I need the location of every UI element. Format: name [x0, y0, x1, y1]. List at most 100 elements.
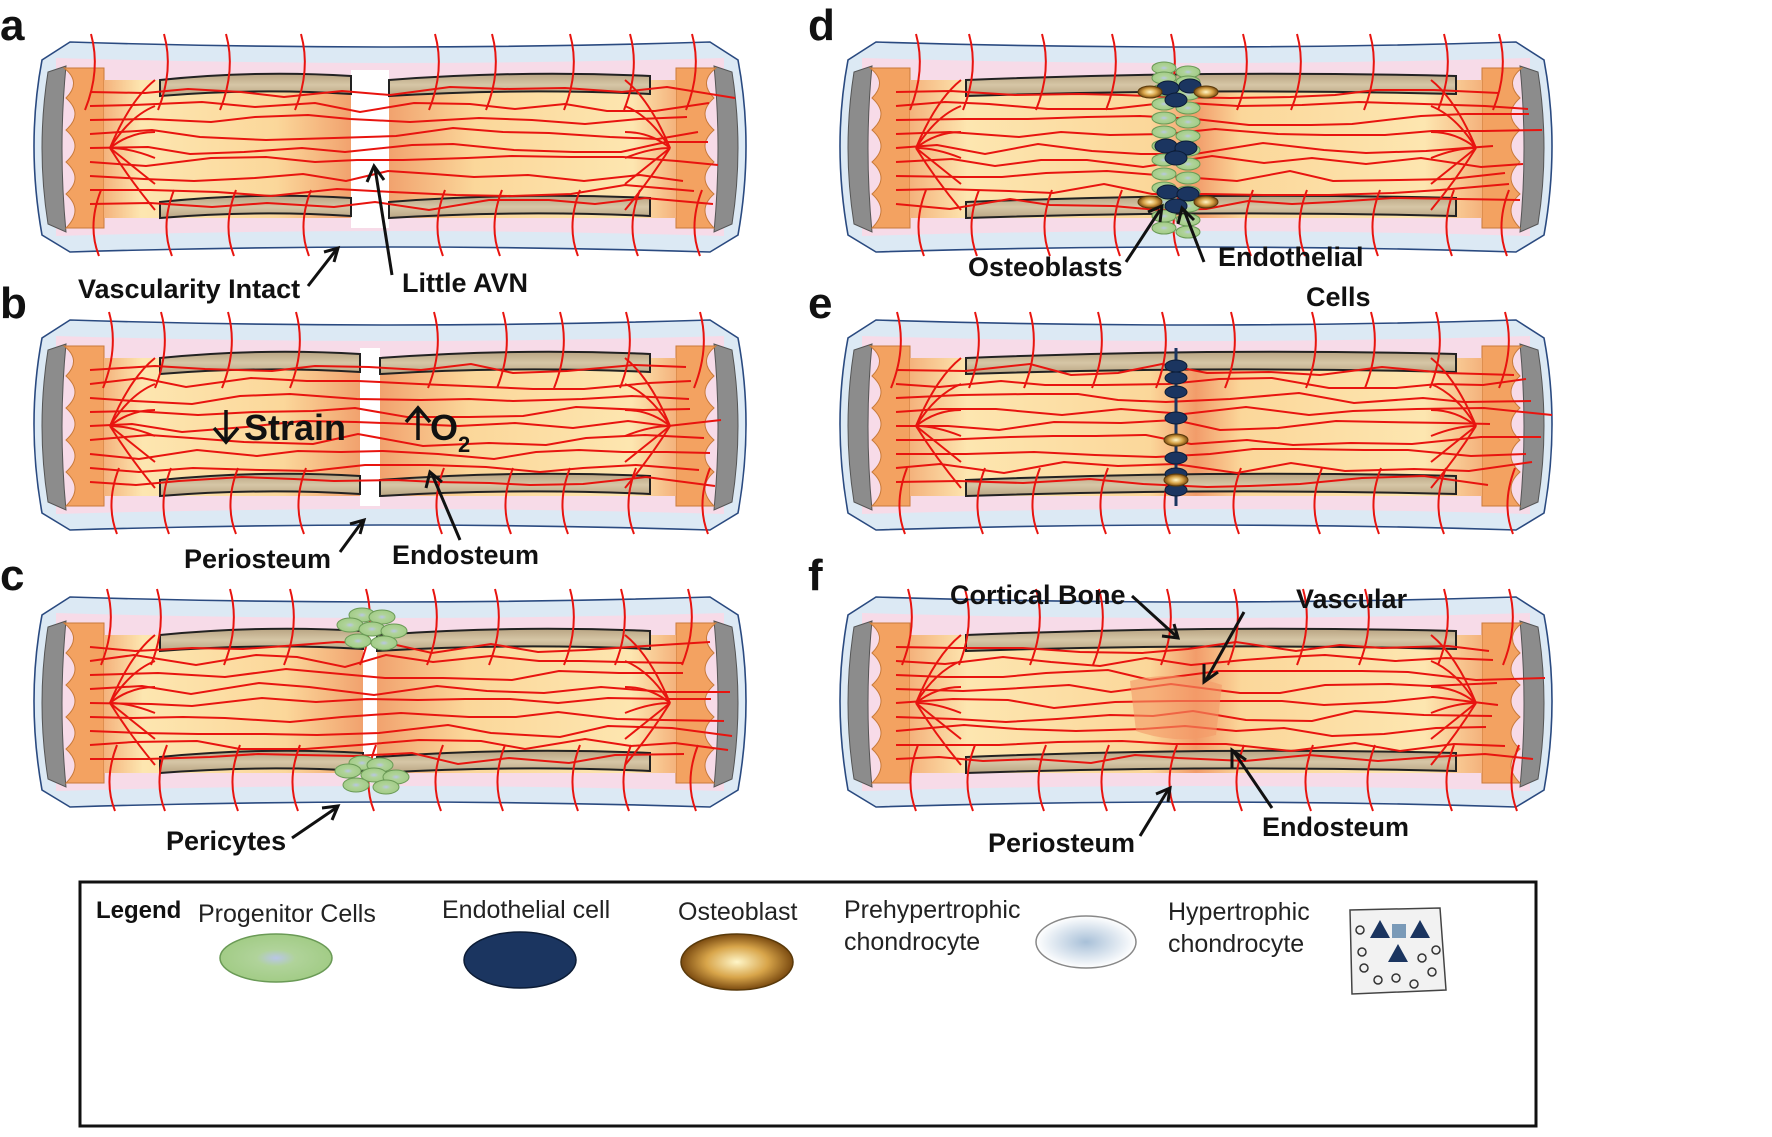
label-pericytes: Pericytes: [166, 826, 286, 856]
panel-letter-c: c: [0, 551, 24, 600]
vessel: [109, 660, 156, 704]
epiphysis-left: [41, 620, 67, 788]
bone-panel-d: [839, 33, 1553, 257]
panel-letter-b: b: [0, 279, 27, 328]
vessel: [150, 588, 162, 666]
growth-plate-left: [62, 622, 105, 784]
vessel: [958, 588, 970, 666]
progenitor-cell: [372, 779, 400, 795]
vessel: [504, 467, 514, 535]
vessel: [624, 383, 671, 427]
vessel: [631, 189, 641, 257]
vessel: [624, 702, 671, 740]
vessel: [162, 467, 172, 535]
legend-endothelial-label: Endothelial cell: [442, 896, 610, 924]
bone-panel-c: [33, 588, 747, 812]
arrow-up-o2: [404, 405, 432, 440]
vessel: [895, 376, 1527, 389]
vessel: [428, 33, 440, 111]
vessel: [685, 33, 697, 111]
vessel: [1430, 409, 1477, 427]
vessel: [108, 744, 118, 812]
epiphysis-right: [713, 620, 739, 788]
osteoblast-cell: [1137, 85, 1163, 99]
vessel: [223, 588, 235, 666]
vessel: [435, 467, 445, 535]
legend-progenitor-label: Progenitor Cells: [198, 900, 376, 928]
growth-plate-right: [1481, 622, 1524, 784]
vessel: [1430, 105, 1477, 149]
vessel: [624, 105, 671, 149]
legend-prehypertrophic-chondrocyte-icon: [1035, 915, 1137, 969]
vessel: [89, 653, 684, 669]
blood-vessels: [895, 588, 1546, 812]
arrow-endothelial: [1176, 205, 1206, 263]
vessel: [100, 588, 112, 666]
vessel: [227, 189, 237, 257]
vessel: [89, 196, 714, 212]
label-strain: Strain: [244, 407, 346, 448]
vessel: [968, 311, 980, 389]
label-cortical-bone: Cortical Bone: [950, 580, 1126, 610]
vessel: [915, 425, 962, 437]
endothelial-cell: [1156, 184, 1180, 200]
vessel: [1232, 467, 1242, 535]
vessel: [89, 362, 687, 375]
vessel: [89, 723, 733, 739]
vessel: [915, 383, 962, 427]
arrow-periosteum-b: [338, 517, 367, 553]
vessel: [915, 425, 962, 489]
vessel: [553, 311, 565, 389]
vessel: [895, 405, 1553, 417]
progenitor-cell: [334, 763, 362, 779]
arrow-endosteum-f: [1230, 747, 1274, 809]
legend-progenitor-cell-icon: [219, 933, 333, 983]
vessel: [109, 702, 156, 714]
label-endosteum-b: Endosteum: [392, 540, 539, 570]
vessel: [1430, 131, 1477, 149]
vessel: [895, 127, 1543, 139]
vessel: [297, 467, 307, 535]
vessel: [1506, 467, 1516, 535]
vessel: [427, 311, 439, 389]
cortical-bone-top-right: [376, 627, 651, 653]
vessel: [624, 147, 671, 159]
vessel: [1445, 744, 1455, 812]
vessel: [1099, 467, 1109, 535]
vessel: [89, 113, 688, 126]
growth-plate-right: [675, 622, 718, 784]
arrow-periosteum-f: [1138, 785, 1172, 837]
vessel: [624, 702, 671, 714]
vessel: [109, 425, 156, 437]
vessel: [89, 448, 711, 461]
blood-vessels: [89, 588, 733, 812]
vessel: [89, 85, 736, 99]
vessel: [917, 189, 927, 257]
label-o2: O: [430, 407, 458, 448]
vessel: [890, 311, 902, 389]
vessel: [966, 744, 976, 812]
label-o2-subscript: 2: [458, 432, 470, 457]
vessel: [901, 588, 913, 666]
vessel: [915, 702, 962, 740]
vessel: [1430, 686, 1477, 704]
vessel: [1437, 33, 1449, 111]
vessel: [109, 634, 156, 704]
vessel: [1372, 467, 1382, 535]
vessel: [1430, 660, 1477, 704]
vessel: [109, 686, 156, 704]
vessel: [89, 681, 730, 697]
vessel: [895, 653, 1494, 668]
osteoblast-cell: [1193, 195, 1219, 209]
vessel: [89, 405, 691, 418]
vessel: [229, 467, 239, 535]
cells: [1130, 675, 1222, 740]
epiphysis-left: [847, 65, 873, 233]
vessel: [109, 105, 156, 149]
vessel: [915, 105, 962, 149]
endothelial-cell: [1164, 371, 1188, 385]
vessel: [165, 189, 175, 257]
cells: [1137, 61, 1219, 239]
vessel: [109, 147, 156, 185]
vessel: [915, 702, 962, 766]
